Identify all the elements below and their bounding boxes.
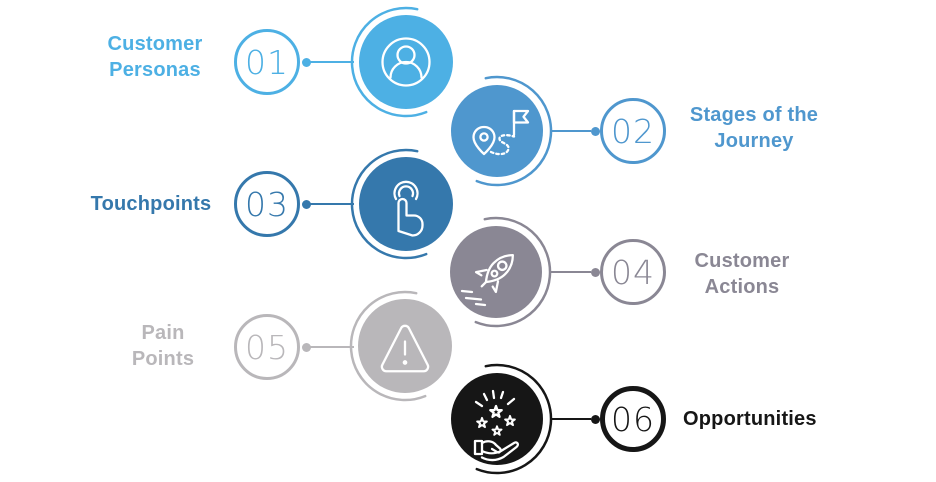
warning-triangle-icon — [380, 324, 430, 373]
step-label-line: Personas — [109, 59, 201, 81]
step-label-line: Points — [131, 348, 195, 370]
connector-line — [550, 129, 591, 133]
step-number: 02 — [611, 111, 655, 151]
step-label: Customer Personas — [90, 31, 220, 83]
step-number-badge: 06 — [600, 386, 666, 452]
step-number-badge: 04 — [600, 239, 666, 305]
connector-dot — [301, 342, 311, 352]
step-label-line: Opportunities — [683, 408, 817, 430]
step-label: Stages of the Journey — [674, 102, 834, 154]
step-icon-circle — [350, 148, 453, 260]
step-number: 04 — [611, 252, 655, 292]
hand-stars-icon — [473, 389, 519, 462]
connector-line — [550, 270, 591, 274]
step-number: 01 — [245, 42, 289, 82]
journey-map-icon — [472, 109, 530, 156]
step-label: Opportunities — [683, 406, 853, 432]
step-number-badge: 02 — [600, 98, 666, 164]
touch-tap-icon — [393, 180, 424, 237]
decorative-arc — [475, 75, 553, 187]
connector-line — [309, 60, 354, 64]
decorative-arc — [350, 6, 428, 118]
decorative-arc — [349, 290, 427, 402]
step-icon-circle — [451, 75, 553, 187]
connector-line — [309, 202, 354, 206]
step-number-badge: 01 — [234, 29, 300, 95]
connector-dot — [590, 414, 600, 424]
step-number: 03 — [245, 184, 289, 224]
connector-line — [309, 345, 354, 349]
step-label-line: Stages of the — [689, 104, 819, 126]
step-label-line: Touchpoints — [90, 193, 212, 215]
connector-dot — [590, 126, 600, 136]
step-number: 05 — [245, 327, 289, 367]
step-icon-circle — [350, 6, 453, 118]
step-icon-circle — [349, 290, 452, 402]
decorative-arc — [474, 216, 552, 328]
step-label: Touchpoints — [70, 191, 232, 217]
step-number: 06 — [611, 399, 655, 439]
step-icon-circle — [451, 363, 553, 475]
step-label-line: Customer — [694, 250, 790, 272]
step-label: Customer Actions — [667, 248, 817, 300]
step-icon-circle — [450, 216, 552, 328]
step-number-badge: 05 — [234, 314, 300, 380]
connector-line — [550, 417, 591, 421]
step-label-line: Pain — [141, 322, 185, 344]
decorative-arc — [350, 148, 428, 260]
connector-dot — [301, 57, 311, 67]
step-label-line: Customer — [107, 33, 203, 55]
decorative-arc — [475, 363, 553, 475]
step-label-line: Actions — [704, 276, 780, 298]
connector-dot — [301, 199, 311, 209]
step-label-line: Journey — [714, 130, 794, 152]
user-avatar-icon — [381, 37, 431, 87]
rocket-icon — [460, 254, 514, 307]
step-label: Pain Points — [83, 320, 243, 372]
connector-dot — [590, 267, 600, 277]
step-number-badge: 03 — [234, 171, 300, 237]
